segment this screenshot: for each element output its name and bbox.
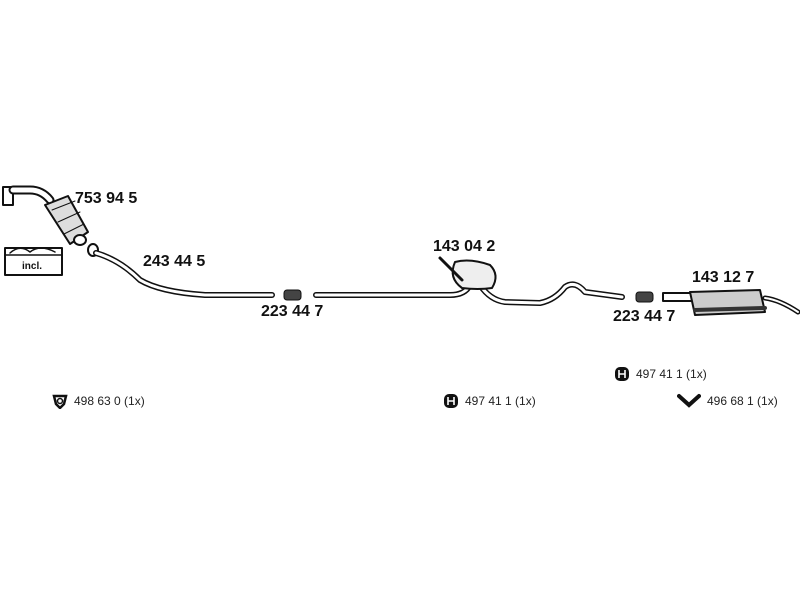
- rubber-hanger-icon: [615, 367, 629, 381]
- rear-clamp-part-number: 223 44 7: [613, 308, 676, 325]
- kit-label: incl.: [22, 261, 43, 272]
- y-hanger-icon: [677, 394, 701, 408]
- center-pipe-part: [313, 256, 625, 306]
- front-pipe-part-number: 243 44 5: [143, 253, 206, 270]
- accessory-item: 498 63 0 (1x): [52, 393, 145, 409]
- accessory-item: 497 41 1 (1x): [443, 393, 536, 409]
- rear-muffler-part-number: 143 12 7: [692, 269, 755, 286]
- rear-clamp-part: [635, 291, 654, 303]
- accessory-item: 496 68 1 (1x): [677, 393, 778, 409]
- catalyst-part: [2, 185, 89, 246]
- accessory-label: 497 41 1 (1x): [465, 394, 536, 408]
- rubber-hanger-icon: [444, 394, 458, 408]
- center-muffler-part-number: 143 04 2: [433, 238, 496, 255]
- accessory-label: 496 68 1 (1x): [707, 394, 778, 408]
- accessory-label: 497 41 1 (1x): [636, 367, 707, 381]
- catalyst-part-number: 753 94 5: [75, 190, 138, 207]
- front-clamp-part: [283, 289, 302, 301]
- accessory-item: 497 41 1 (1x): [614, 366, 707, 382]
- gasket-icon: [52, 394, 68, 409]
- accessory-label: 498 63 0 (1x): [74, 394, 145, 408]
- rear-muffler-part: [662, 289, 800, 316]
- kit-box: [4, 247, 63, 276]
- front-pipe-part: [87, 243, 275, 298]
- front-clamp-part-number: 223 44 7: [261, 303, 324, 320]
